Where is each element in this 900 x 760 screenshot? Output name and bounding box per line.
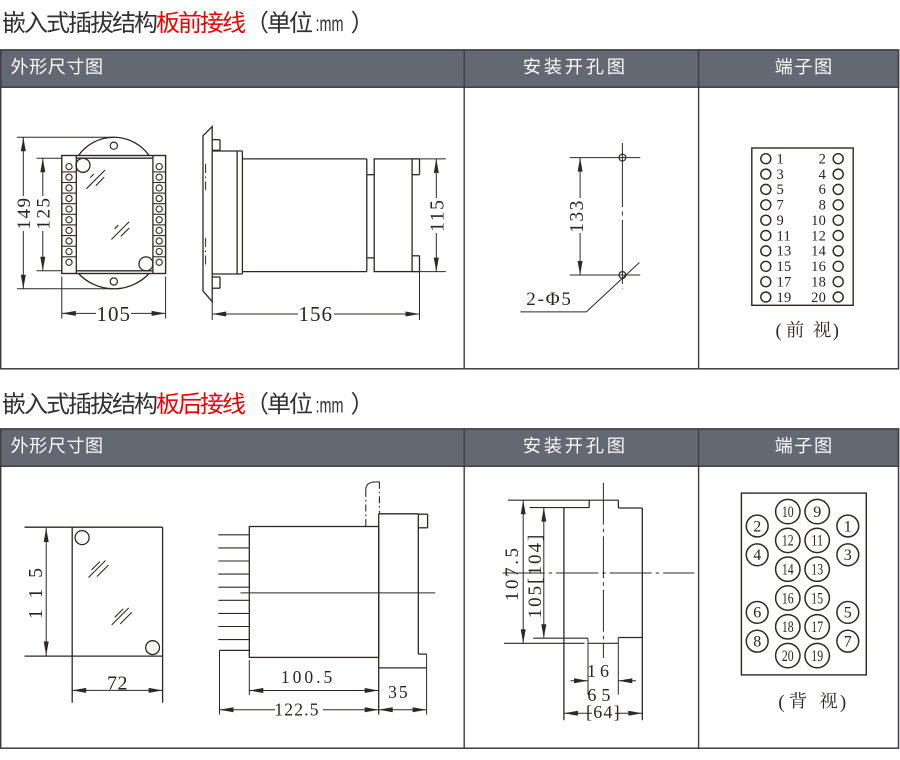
svg-text:2: 2	[819, 152, 827, 168]
svg-text:107.5: 107.5	[502, 545, 523, 601]
svg-text:12: 12	[782, 533, 794, 550]
svg-text:6: 6	[753, 605, 761, 622]
svg-text:13: 13	[811, 562, 823, 579]
svg-text:): )	[840, 693, 846, 713]
svg-text:3: 3	[844, 547, 852, 564]
svg-text:11: 11	[811, 533, 823, 550]
svg-text:(: (	[778, 693, 784, 713]
svg-text:): )	[833, 321, 839, 341]
svg-text:14: 14	[811, 244, 827, 260]
svg-text:6: 6	[819, 182, 827, 198]
svg-text:18: 18	[811, 275, 826, 291]
svg-text:9: 9	[813, 504, 821, 521]
svg-text:11: 11	[777, 228, 792, 244]
svg-text:100.5: 100.5	[281, 667, 335, 687]
svg-text:133: 133	[567, 199, 588, 233]
svg-text:4: 4	[819, 167, 827, 183]
svg-text:156: 156	[299, 302, 334, 326]
svg-text:105[104]: 105[104]	[525, 533, 546, 619]
svg-text:20: 20	[782, 648, 794, 665]
svg-text:20: 20	[811, 290, 826, 306]
svg-text:14: 14	[782, 562, 794, 579]
svg-text:13: 13	[777, 244, 792, 260]
svg-text:125: 125	[33, 196, 54, 229]
svg-text:5: 5	[777, 182, 785, 198]
svg-text:[64]: [64]	[586, 702, 621, 722]
svg-text:16: 16	[811, 259, 826, 275]
svg-text:7: 7	[777, 198, 785, 214]
svg-text:1 1 5: 1 1 5	[26, 565, 47, 619]
svg-text:1: 1	[844, 518, 852, 535]
svg-text:10: 10	[811, 213, 826, 229]
svg-text:16: 16	[587, 661, 613, 681]
svg-text:(: (	[776, 321, 782, 341]
svg-text:122.5: 122.5	[274, 699, 319, 719]
svg-text:17: 17	[777, 275, 792, 291]
svg-text::mm: :mm	[316, 394, 344, 417]
svg-text:7: 7	[844, 634, 852, 651]
svg-text:8: 8	[819, 198, 827, 214]
svg-text:18: 18	[782, 619, 794, 636]
svg-text:10: 10	[782, 504, 794, 521]
svg-text:149: 149	[14, 196, 35, 229]
svg-text:35: 35	[388, 682, 410, 702]
svg-text::mm: :mm	[316, 13, 344, 36]
svg-text:19: 19	[777, 290, 792, 306]
svg-text:115: 115	[428, 199, 449, 232]
svg-text:2: 2	[753, 518, 761, 535]
svg-text:5: 5	[844, 605, 852, 622]
svg-text:15: 15	[811, 590, 823, 607]
svg-text:3: 3	[777, 167, 785, 183]
svg-text:17: 17	[811, 619, 823, 636]
svg-text:8: 8	[753, 634, 761, 651]
svg-text:72: 72	[107, 672, 128, 694]
svg-text:105: 105	[96, 302, 131, 326]
svg-text:15: 15	[777, 259, 792, 275]
svg-text:2-Φ5: 2-Φ5	[526, 289, 572, 310]
svg-text:12: 12	[811, 228, 826, 244]
svg-text:19: 19	[811, 648, 823, 665]
svg-text:1: 1	[777, 152, 785, 168]
svg-text:16: 16	[782, 590, 794, 607]
svg-text:65: 65	[587, 685, 615, 705]
svg-text:4: 4	[753, 547, 761, 564]
svg-text:9: 9	[777, 213, 785, 229]
